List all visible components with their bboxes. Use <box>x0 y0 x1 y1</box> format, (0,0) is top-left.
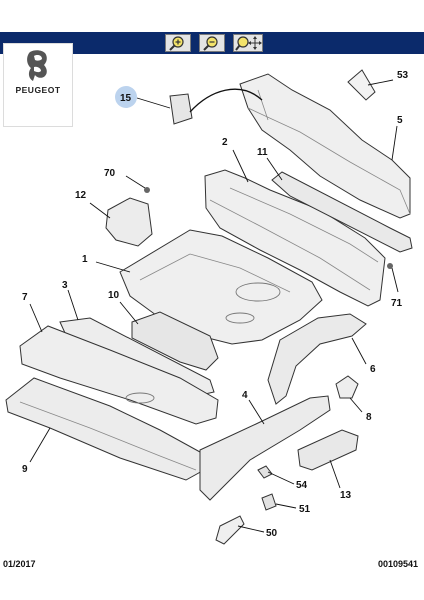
part-2[interactable] <box>204 169 386 307</box>
callout-50[interactable]: 50 <box>266 528 278 539</box>
callout-5[interactable]: 5 <box>397 115 403 126</box>
part-6[interactable] <box>267 313 367 405</box>
part-12[interactable] <box>105 197 153 247</box>
part-8[interactable] <box>335 375 359 399</box>
part-71[interactable] <box>387 263 393 269</box>
part-53[interactable] <box>347 69 376 101</box>
footer-reference: 00109541 <box>377 559 418 569</box>
part-7[interactable] <box>19 325 219 425</box>
part-4[interactable] <box>199 395 331 501</box>
zoom-in-icon <box>169 36 184 51</box>
part-70[interactable] <box>144 187 150 193</box>
callout-71[interactable]: 71 <box>391 298 403 309</box>
callout-70[interactable]: 70 <box>104 168 116 179</box>
callout-53[interactable]: 53 <box>397 70 409 81</box>
callout-54[interactable]: 54 <box>296 480 308 491</box>
part-11[interactable] <box>271 171 413 253</box>
callout-1[interactable]: 1 <box>82 254 88 265</box>
callout-3[interactable]: 3 <box>62 280 68 291</box>
callout-7[interactable]: 7 <box>22 292 28 303</box>
callout-highlight <box>115 86 137 108</box>
part-10[interactable] <box>131 311 219 371</box>
callout-12[interactable]: 12 <box>75 190 87 201</box>
callout-9[interactable]: 9 <box>22 464 28 475</box>
callout-6[interactable]: 6 <box>370 364 376 375</box>
callout-13[interactable]: 13 <box>340 490 352 501</box>
brand-logo: PEUGEOT <box>4 44 72 126</box>
zoom-out-icon <box>203 36 218 51</box>
zoom-out-button[interactable] <box>199 34 225 52</box>
zoom-in-button[interactable] <box>165 34 191 52</box>
callout-51[interactable]: 51 <box>299 504 311 515</box>
zoom-move-icon <box>235 36 262 51</box>
part-54[interactable] <box>257 465 273 479</box>
callout-2[interactable]: 2 <box>222 137 228 148</box>
brand-name: PEUGEOT <box>15 85 61 95</box>
zoom-pan-button[interactable] <box>233 34 263 52</box>
callout-8[interactable]: 8 <box>366 412 372 423</box>
callout-11[interactable]: 11 <box>257 147 268 158</box>
part-13[interactable] <box>297 429 359 471</box>
callout-15[interactable]: 15 <box>120 93 132 104</box>
part-51[interactable] <box>261 493 277 511</box>
callout-10[interactable]: 10 <box>108 290 120 301</box>
part-50[interactable] <box>215 515 245 545</box>
part-15[interactable] <box>169 93 193 125</box>
lion-emblem-icon <box>27 50 47 81</box>
callout-4[interactable]: 4 <box>242 390 248 401</box>
toolbar <box>0 32 424 54</box>
footer-date: 01/2017 <box>3 559 36 569</box>
leader-lines <box>29 79 399 533</box>
